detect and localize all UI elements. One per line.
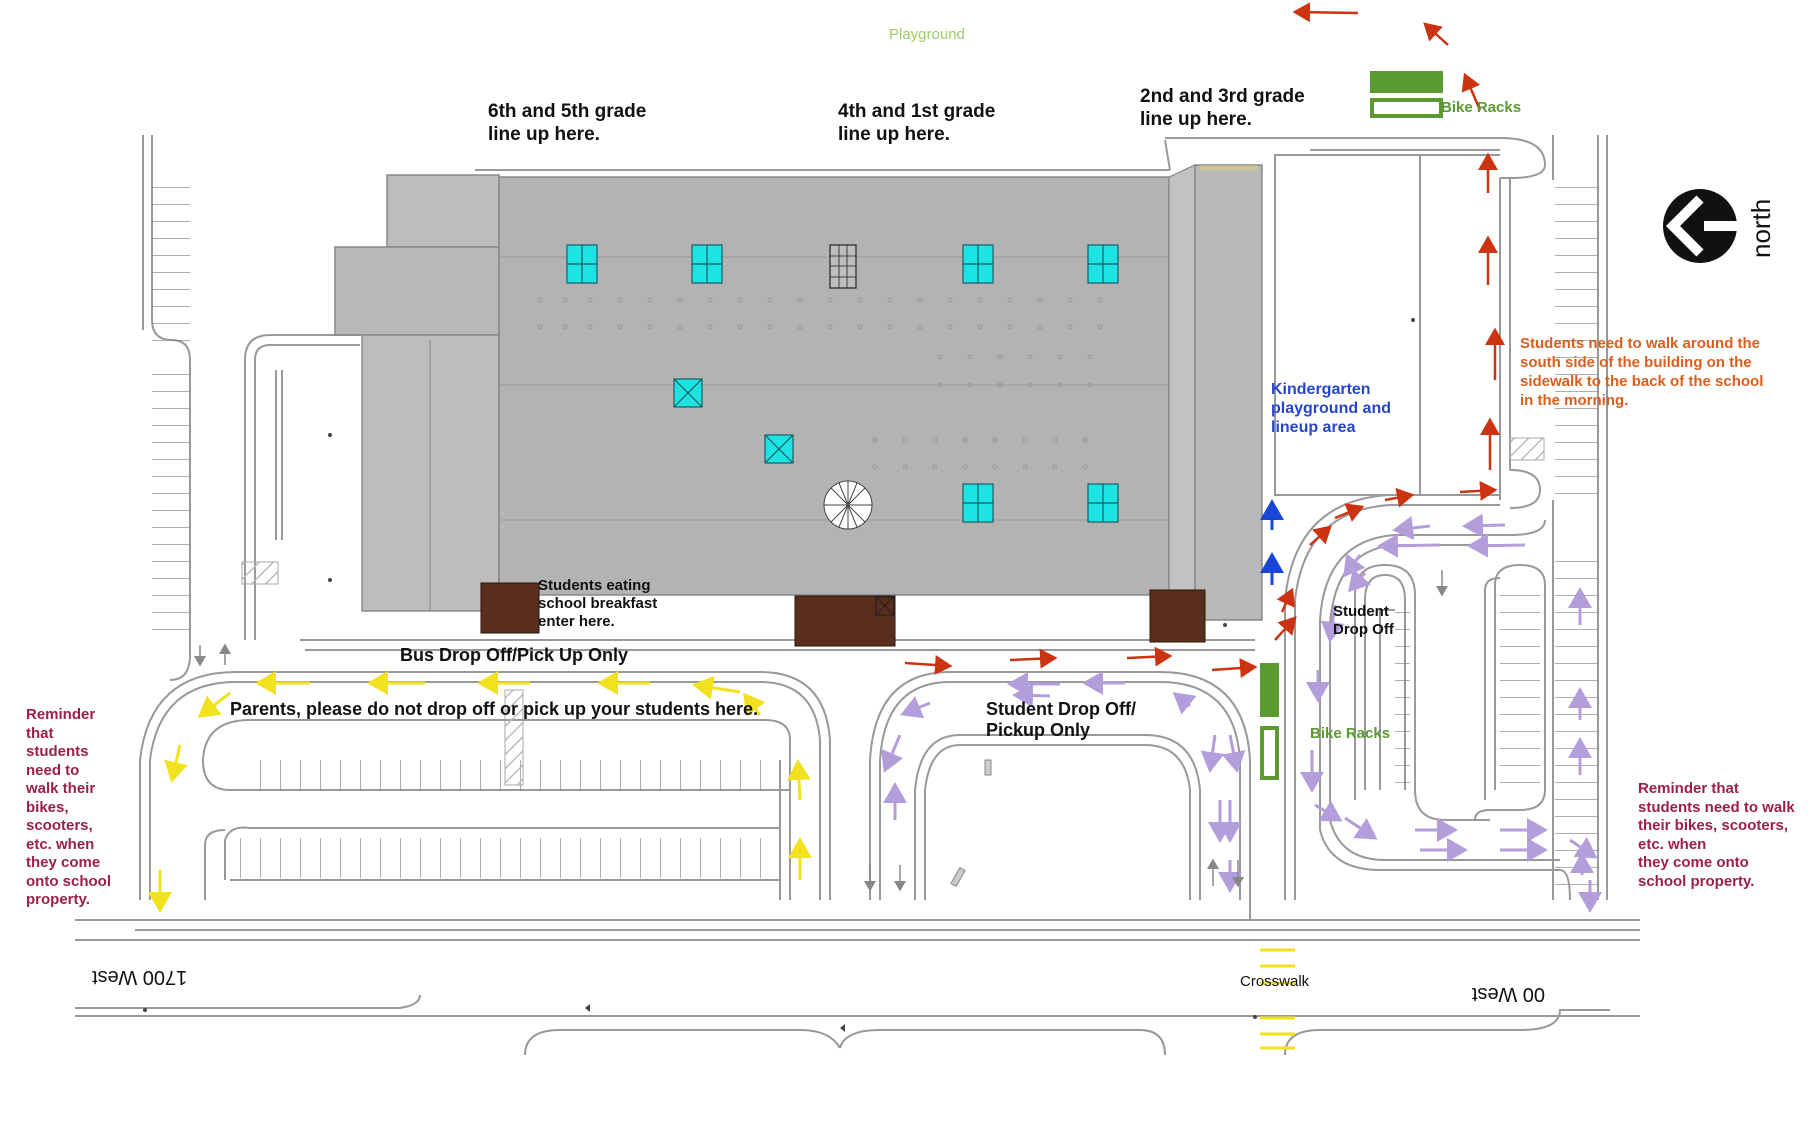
crosswalk-side <box>241 561 279 585</box>
street-name-left: 1700 West <box>92 966 188 988</box>
crosswalk-right <box>1509 437 1545 461</box>
spiral-stair-icon <box>823 480 873 530</box>
parking-stalls-right <box>1555 180 1598 500</box>
reminder-right-label: Reminder that students need to walk thei… <box>1638 780 1795 890</box>
center-loop <box>869 671 1251 900</box>
roof-vents <box>537 297 1103 470</box>
breakfast-entrance-label: Students eating school breakfast enter h… <box>538 577 658 630</box>
bike-racks-top-label: Bike Racks <box>1441 99 1522 116</box>
playground-label: Playground <box>889 26 965 43</box>
north-arrow-icon <box>1663 189 1741 263</box>
kindergarten-area-label: Kindergarten playground and lineup area <box>1271 381 1391 436</box>
parents-notice-label: Parents, please do not drop off or pick … <box>230 699 759 719</box>
crosswalk-street <box>1260 948 1295 1050</box>
street-name-right: 00 West <box>1472 983 1545 1005</box>
site-linework <box>75 135 1640 1056</box>
grade-6-5-lineup-label: 6th and 5th grade line up here. <box>488 101 647 145</box>
site-fixtures <box>143 318 1415 1032</box>
student-dropoff-label: Student Drop Off <box>1333 603 1394 638</box>
bike-racks-mid-label: Bike Racks <box>1310 725 1391 742</box>
school-building <box>334 164 1263 622</box>
lane-arrows <box>194 570 1448 892</box>
parking-stalls-bus-island-lower <box>230 838 780 878</box>
walk-around-instruction: Students need to walk around the south s… <box>1520 335 1764 409</box>
bus-dropoff-label: Bus Drop Off/Pick Up Only <box>400 645 629 665</box>
parking-stalls-left-lower <box>152 370 190 640</box>
crosswalk-label: Crosswalk <box>1240 973 1310 990</box>
parking-stalls-left <box>152 175 190 345</box>
grade-2-3-lineup-label: 2nd and 3rd grade line up here. <box>1140 86 1305 130</box>
crosswalk-bus <box>504 689 524 786</box>
dropoff-route-arrows <box>881 513 1602 913</box>
reminder-left-label: Reminder that students need to walk thei… <box>26 706 111 908</box>
north-label: north <box>1746 198 1776 258</box>
parking-stalls-right-lower <box>1555 560 1598 890</box>
bike-rack-icon <box>1260 71 1443 780</box>
grade-4-1-lineup-label: 4th and 1st grade line up here. <box>838 101 996 145</box>
parking-stalls-right-island <box>1395 610 1410 790</box>
walking-route-arrows <box>904 2 1505 679</box>
entrance-doors <box>480 582 1206 647</box>
skylights <box>566 244 1119 523</box>
bus-route-arrows <box>148 671 812 913</box>
student-dropoff-pickup-label: Student Drop Off/ Pickup Only <box>986 699 1136 740</box>
bus-loop <box>139 670 831 900</box>
parking-stalls-right-island-2 <box>1500 590 1540 790</box>
